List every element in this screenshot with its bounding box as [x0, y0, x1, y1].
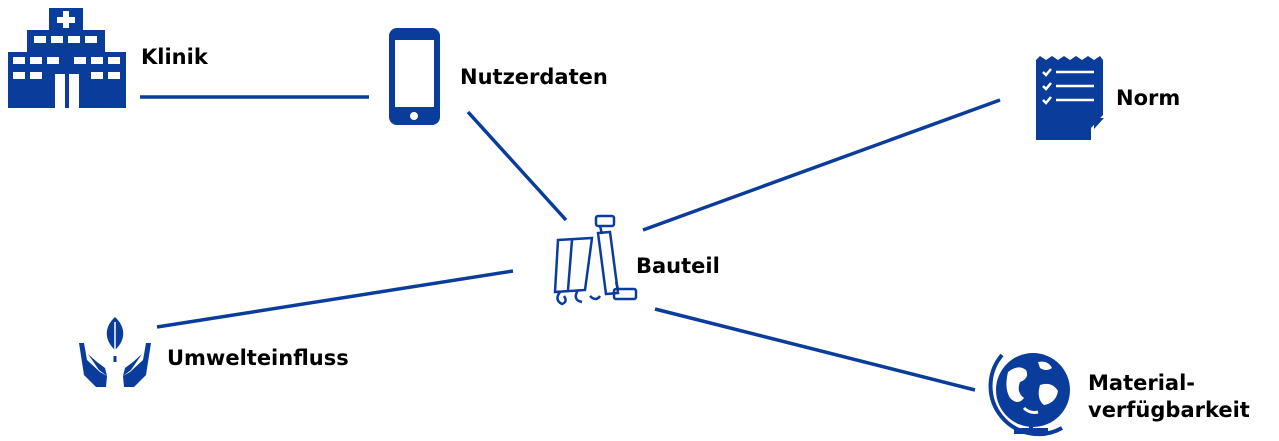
node-label-material-line1: Material-: [1088, 371, 1195, 395]
node-label-material-line2: verfügbarkeit: [1088, 398, 1250, 422]
node-label-klinik: Klinik: [141, 45, 208, 69]
node-label-umwelteinfluss: Umwelteinfluss: [167, 346, 349, 370]
node-label-bauteil: Bauteil: [636, 254, 720, 278]
connector-nutzerdaten-bauteil: [466, 110, 568, 222]
checklist-document-icon: [1036, 56, 1104, 140]
connector-bauteil-norm: [642, 98, 1001, 232]
node-label-norm: Norm: [1116, 86, 1181, 110]
globe-icon: [988, 353, 1070, 437]
orthosis-component-icon: [553, 214, 638, 306]
connector-bauteil-umwelteinfluss: [156, 269, 514, 329]
hands-leaf-icon: [79, 317, 151, 387]
hospital-icon: [8, 8, 126, 108]
connector-bauteil-materialverfuegbarkeit: [654, 307, 976, 392]
smartphone-icon: [389, 28, 440, 125]
node-label-nutzerdaten: Nutzerdaten: [460, 65, 608, 89]
